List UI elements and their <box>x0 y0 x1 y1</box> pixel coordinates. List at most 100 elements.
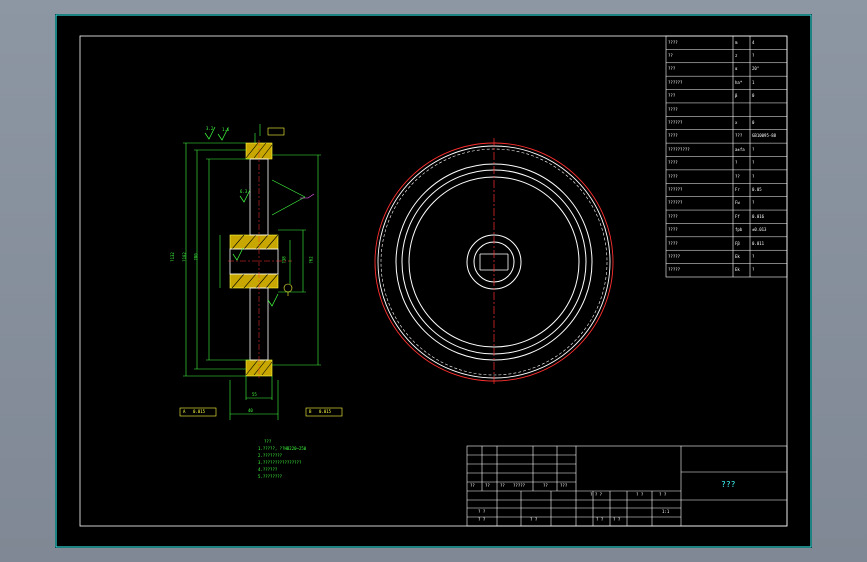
inner-frame <box>79 35 788 527</box>
table-cell-val: 0 <box>752 120 755 126</box>
table-cell-val: ? <box>752 160 755 166</box>
dimension-label: ?62 <box>308 256 314 264</box>
tolerance-value: 0.015 <box>319 409 332 414</box>
roughness-label: 6.3 <box>240 189 248 194</box>
table-cell-name: ???? <box>668 173 678 179</box>
table-cell-name: ????? <box>668 253 681 259</box>
table-cell-sym: ?? <box>735 173 740 179</box>
dimension-label: ?38 <box>281 256 287 264</box>
parameter-table-rows <box>666 49 787 264</box>
table-cell-sym: β <box>735 93 738 99</box>
table-row: ?????Ek? <box>666 264 787 277</box>
title-cell: ? ? ? <box>590 492 603 497</box>
roughness-label: 3.2 <box>206 126 214 131</box>
table-row: ???? Ff 0.016 <box>666 210 787 223</box>
table-cell-sym: ha* <box>735 79 743 85</box>
title-cell: ? ? <box>636 492 644 497</box>
table-cell-sym: Ff <box>735 213 740 219</box>
table-cell-name: ???? <box>668 133 678 139</box>
title-block-grid <box>466 445 788 527</box>
table-cell-name: ???? <box>668 160 678 166</box>
dimension-label: 40 <box>248 408 253 413</box>
title-cell: ????? <box>513 483 526 488</box>
title-cell: ?? <box>485 483 490 488</box>
table-row: ?????? <box>666 157 787 170</box>
note-line: 2.???????? <box>258 453 283 458</box>
note-line: 3.???????????????? <box>258 460 302 465</box>
table-cell-val: ? <box>752 146 755 152</box>
table-row: ????????? a±fa? <box>666 143 787 156</box>
title-cell: ? ? <box>530 517 538 522</box>
table-cell-val: ? <box>752 53 755 59</box>
table-cell-val: ? <box>752 267 755 273</box>
technical-notes: ??? 1.?????, ??HB220~250 2.???????? 3.??… <box>258 440 306 479</box>
table-cell-val: ? <box>752 253 755 259</box>
table-cell-val: GB10095-88 <box>752 133 777 139</box>
table-cell-sym: z <box>735 53 738 59</box>
table-cell-val: 0 <box>752 93 755 99</box>
table-cell-sym: Ek <box>735 267 740 273</box>
datum-tag: A <box>183 409 186 414</box>
table-cell-val: ? <box>752 173 755 179</box>
outer-frame <box>55 14 812 548</box>
table-cell-val: ? <box>752 200 755 206</box>
table-cell-name: ????????? <box>668 146 690 152</box>
table-cell-sym: x <box>735 120 738 126</box>
table-row: ???? fpb ±0.013 <box>666 223 787 236</box>
datum-tag: B <box>309 409 312 414</box>
table-row: ???? Fβ 0.011 <box>666 237 787 250</box>
notes-title: ??? <box>264 439 272 444</box>
table-cell-name: ???? <box>668 227 678 233</box>
title-cell: ?? <box>500 483 505 488</box>
title-cell: ? ? <box>478 509 486 514</box>
table-cell-val: 4 <box>752 39 755 45</box>
table-row: ???? <box>666 103 787 116</box>
table-cell-name: ?????? <box>668 79 683 85</box>
table-cell-sym: fpb <box>735 227 743 233</box>
note-line: 5.???????? <box>258 474 283 479</box>
dimension-label: ?102 <box>181 252 187 262</box>
table-cell-name: ?????? <box>668 186 683 192</box>
table-cell-val: 0.011 <box>752 240 765 246</box>
table-cell-sym: a±fa <box>735 146 745 152</box>
roughness-label: 1.6 <box>222 127 230 132</box>
note-line: 1.?????, ??HB220~250 <box>258 446 307 451</box>
table-cell-val: ±0.013 <box>752 227 767 233</box>
table-cell-val: 1 <box>752 79 755 85</box>
table-row: ?? z? <box>666 49 787 62</box>
table-row: ??? α 20° <box>666 63 787 76</box>
table-cell-sym: m <box>735 39 738 45</box>
table-row: ?????? ha* 1 <box>666 76 787 89</box>
table-cell-name: ?? <box>668 53 673 59</box>
table-cell-name: ???? <box>668 213 678 219</box>
table-cell-name: ???? <box>668 39 678 45</box>
note-line: 4.?????? <box>258 467 278 472</box>
title-cell: ? ? <box>659 492 667 497</box>
table-cell-sym: Fβ <box>735 240 740 246</box>
table-cell-sym: Ek <box>735 253 740 259</box>
tolerance-value: 0.015 <box>193 409 206 414</box>
gear-side-view <box>179 124 343 420</box>
title-cell: ?? <box>543 483 548 488</box>
dimension-label: ?132 <box>169 252 175 262</box>
table-cell-val: 0.016 <box>752 213 765 219</box>
table-cell-sym: α <box>735 66 738 72</box>
table-cell-name: ??? <box>668 66 676 72</box>
title-cell: ??? <box>560 483 568 488</box>
table-cell-sym: Fr <box>735 186 740 192</box>
table-row: ????? Ek? <box>666 250 787 263</box>
title-cell: ?? <box>470 483 475 488</box>
table-cell-val: 20° <box>752 66 760 72</box>
title-cell: ? ? <box>613 517 621 522</box>
dimension-label: ?80 <box>193 253 199 261</box>
table-row: ??????? <box>666 170 787 183</box>
table-cell-name: ???? <box>668 240 678 246</box>
table-row: ???? m 4 <box>666 36 787 49</box>
drawing-name: ??? <box>721 480 736 489</box>
scale-value: 1:1 <box>662 509 670 514</box>
